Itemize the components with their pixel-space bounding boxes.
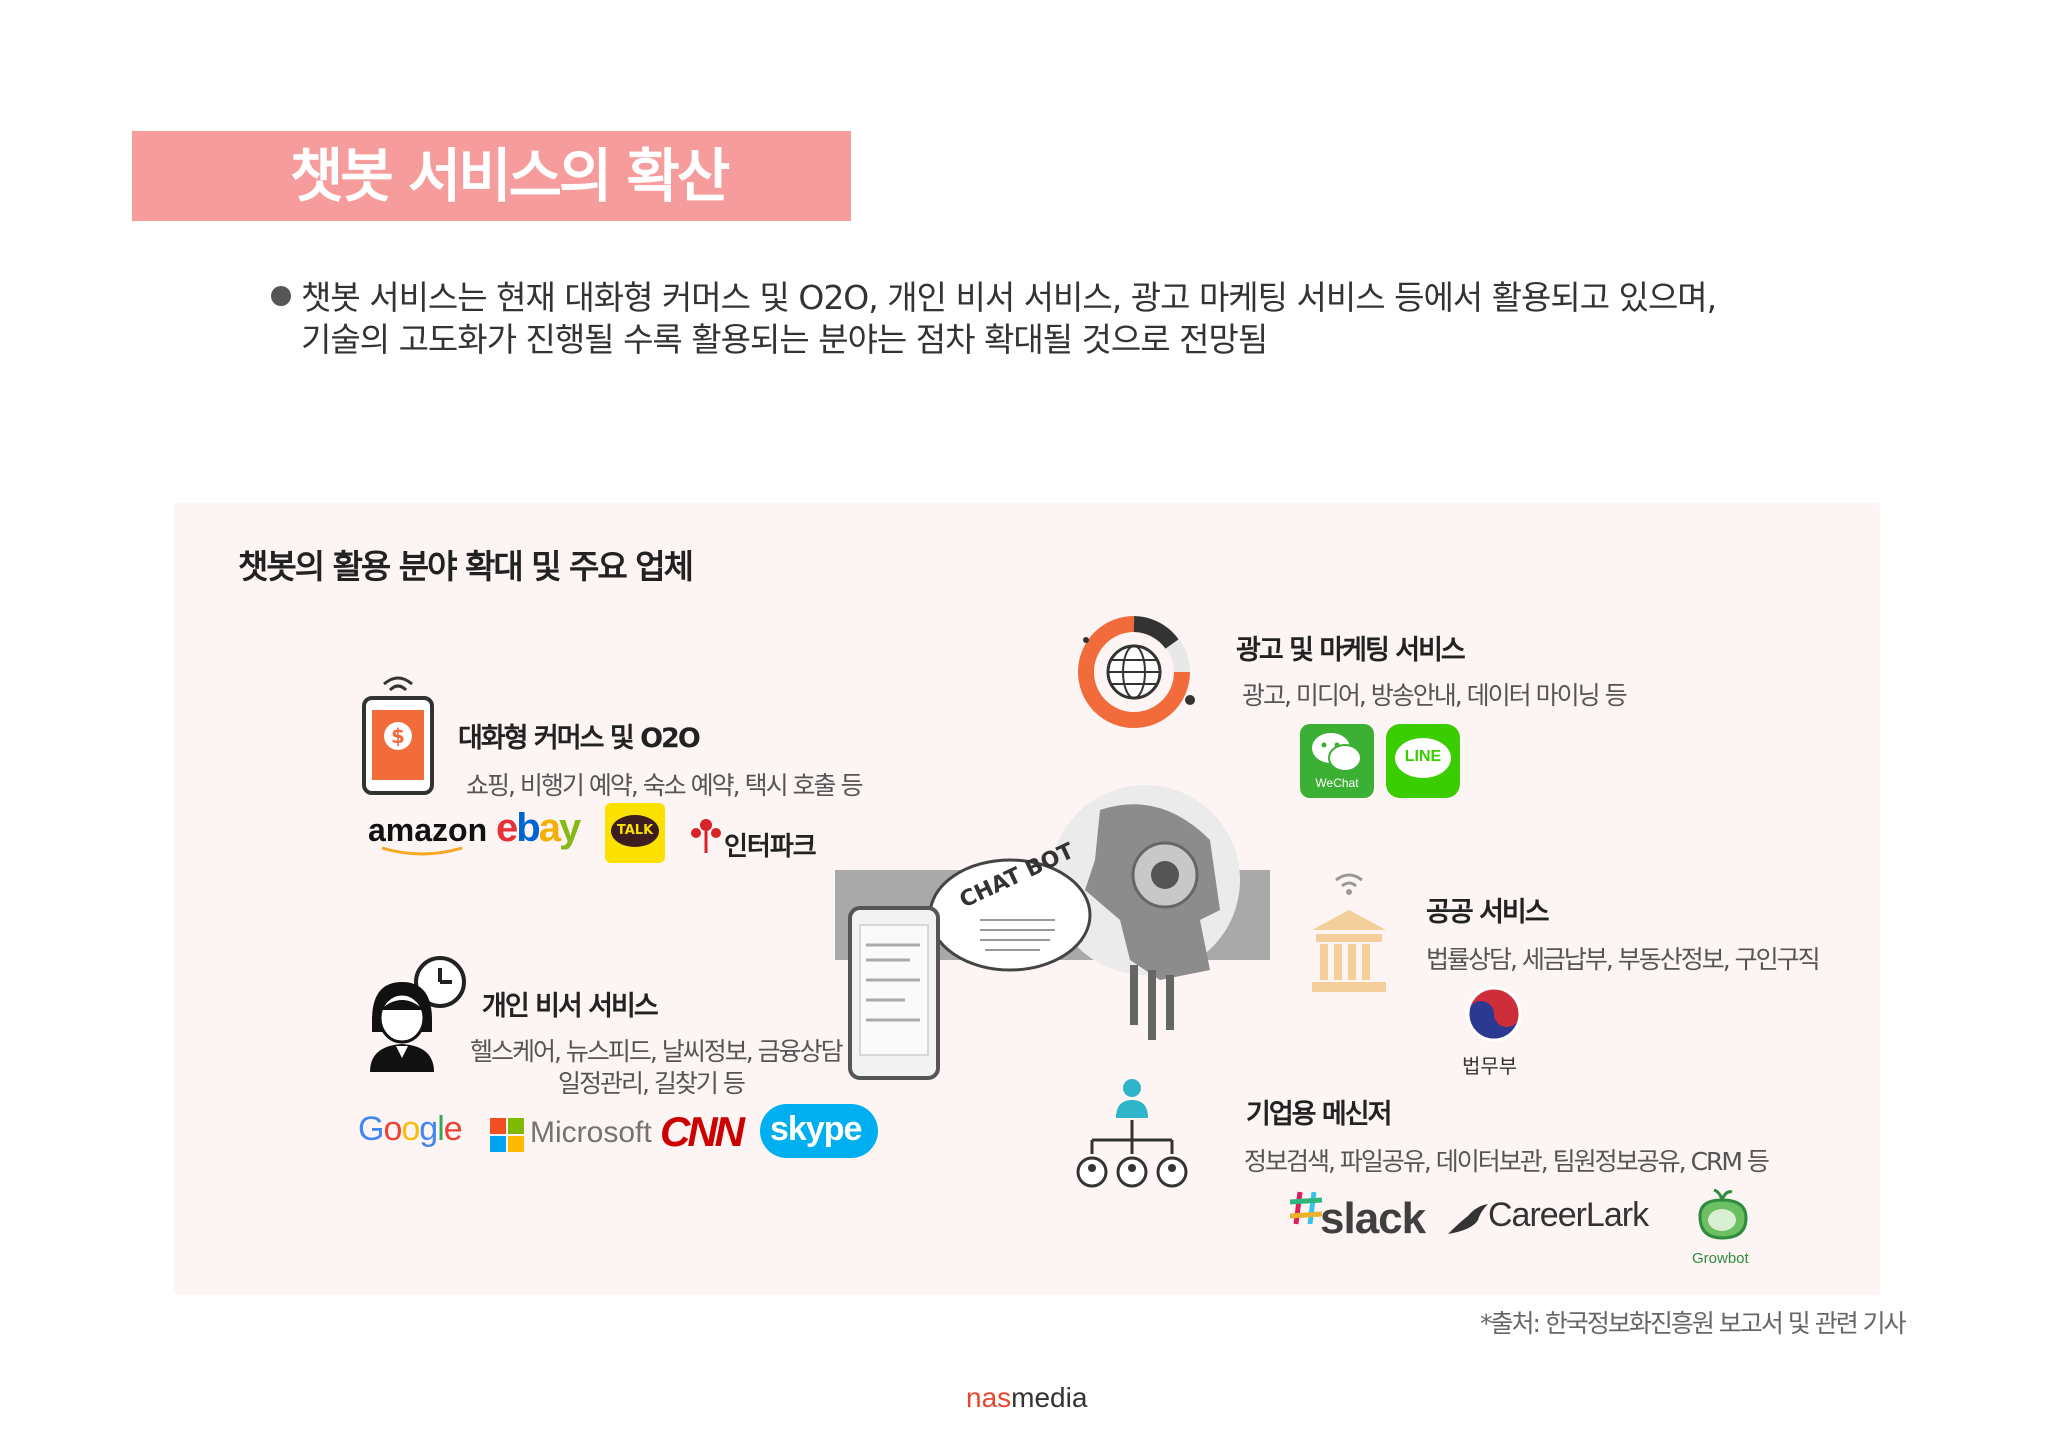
enterprise-title: 기업용 메신저: [1246, 1099, 1392, 1130]
careerlark-bird-icon: [1448, 1204, 1488, 1234]
interpark-flower-icon: [691, 819, 721, 853]
bullet-text-line-1: 챗봇 서비스는 현재 대화형 커머스 및 O2O, 개인 비서 서비스, 광고 …: [301, 278, 1717, 317]
wechat-bubbles-icon: [1312, 733, 1362, 772]
mobile-payment-icon: $: [362, 676, 434, 795]
enterprise-desc: 정보검색, 파일공유, 데이터보관, 팀원정보공유, CRM 등: [1244, 1147, 1770, 1176]
nasmedia-logo-part-2: media: [1011, 1382, 1088, 1413]
globe-chart-icon: [1078, 616, 1195, 728]
nasmedia-logo-part-1: nas: [966, 1382, 1012, 1413]
growbot-label: Growbot: [1692, 1250, 1749, 1267]
google-logo: Google: [358, 1110, 463, 1148]
panel-title: 챗봇의 활용 분야 확대 및 주요 업체: [238, 547, 694, 586]
nasmedia-logo: nasmedia: [966, 1382, 1087, 1414]
interpark-logo: 인터파크: [724, 831, 817, 861]
moj-logo-label: 법무부: [1462, 1056, 1518, 1078]
wechat-label: WeChat: [1315, 776, 1359, 790]
government-building-icon: [1312, 873, 1386, 992]
source-note: *출처: 한국정보화진흥원 보고서 및 관련 기사: [1480, 1309, 1907, 1338]
assistant-desc-line-2: 일정관리, 길찾기 등: [558, 1069, 746, 1098]
amazon-smile-icon: [381, 846, 463, 856]
slack-hash-icon: [1289, 1191, 1323, 1225]
assistant-desc-line-1: 헬스케어, 뉴스피드, 날씨정보, 금융상담: [470, 1037, 844, 1066]
bullet-icon: [271, 286, 291, 306]
careerlark-logo: CareerLark: [1488, 1196, 1649, 1234]
page-title: 챗봇 서비스의 확산: [290, 142, 730, 210]
commerce-title: 대화형 커머스 및 O2O: [458, 723, 701, 754]
assistant-title: 개인 비서 서비스: [482, 991, 659, 1022]
skype-logo: skype: [760, 1104, 878, 1158]
slack-logo: slack: [1320, 1194, 1426, 1243]
microsoft-logo: Microsoft: [530, 1116, 652, 1149]
amazon-logo: amazon: [368, 812, 488, 848]
line-label: LINE: [1404, 748, 1442, 765]
marketing-desc: 광고, 미디어, 방송안내, 데이터 마이닝 등: [1242, 681, 1628, 710]
robot-ear-core: [1151, 861, 1179, 889]
public-desc: 법률상담, 세금납부, 부동산정보, 구인구직: [1426, 945, 1821, 974]
title-bar: [132, 131, 851, 221]
skype-label: skype: [770, 1110, 862, 1148]
org-network-icon: [1076, 1079, 1188, 1188]
ebay-logo: ebay: [496, 806, 581, 850]
marketing-title: 광고 및 마케팅 서비스: [1236, 635, 1466, 666]
korea-taegeuk-icon: [1466, 986, 1522, 1042]
chatbot-illustration: CHAT BOT: [835, 785, 1270, 1080]
cnn-logo: CNN: [660, 1108, 745, 1155]
growbot-icon: [1698, 1188, 1748, 1240]
kakaotalk-label: TALK: [611, 815, 659, 847]
kakaotalk-logo: TALK: [605, 803, 665, 863]
line-logo: LINE: [1386, 724, 1460, 798]
assistant-clock-icon: [370, 956, 466, 1072]
microsoft-windows-icon: [490, 1118, 524, 1152]
bullet-text-line-2: 기술의 고도화가 진행될 수록 활용되는 분야는 점차 확대될 것으로 전망됨: [301, 320, 1268, 359]
wechat-logo: WeChat: [1300, 724, 1374, 798]
public-title: 공공 서비스: [1426, 897, 1550, 928]
commerce-desc: 쇼핑, 비행기 예약, 숙소 예약, 택시 호출 등: [466, 771, 863, 800]
svg-text:$: $: [391, 724, 405, 748]
